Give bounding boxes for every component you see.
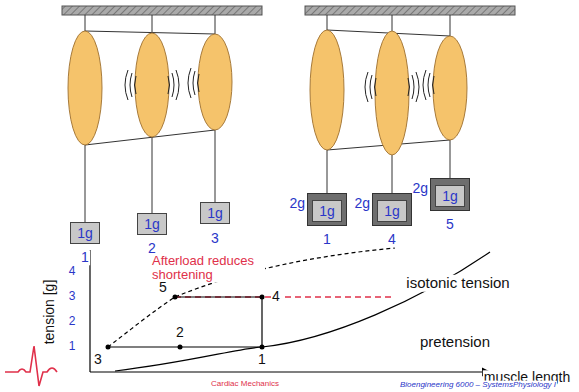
weight-box: 1g (312, 200, 342, 222)
weight-label: 1g (384, 203, 400, 219)
weight-label: 1g (144, 216, 160, 232)
ceiling (305, 6, 515, 15)
diagram-label: pretension (419, 334, 491, 351)
weight-box: 1g (377, 200, 407, 222)
diagram-label: 1 (322, 232, 332, 247)
weight-holder: 2g1g (372, 193, 412, 226)
diagram-label: 1 (68, 340, 77, 353)
weight-box: 1g (200, 202, 230, 224)
weight-label: 1g (77, 225, 93, 241)
weight-box: 1g (70, 222, 100, 244)
weight-label: 2g (354, 195, 370, 211)
weight-label: 1g (207, 205, 223, 221)
graph (90, 248, 490, 372)
ceiling (62, 6, 262, 15)
diagram-label: 4 (271, 289, 281, 304)
vibration-marks (125, 68, 199, 100)
diagram-label: 5 (158, 280, 168, 295)
diagram-label: 3 (68, 290, 77, 303)
diagram-label: 2 (175, 325, 185, 340)
weight-label: 1g (442, 188, 458, 204)
weight-label: 2g (289, 195, 305, 211)
diagram-label: 1 (80, 250, 90, 265)
diagram-label: 4 (68, 265, 77, 278)
diagram-label: Afterload reduces shortening (151, 254, 265, 283)
weight-box: 1g (435, 185, 465, 207)
diagram-label: 1 (257, 352, 267, 367)
weight-label: 2g (412, 180, 428, 196)
diagram-label: Bioengineering 6000 – SystemsPhysiology … (399, 381, 557, 390)
weight-holder: 2g1g (430, 178, 470, 211)
weight-label: 1g (319, 203, 335, 219)
diagram-label: 3 (210, 231, 220, 246)
weight-box: 1g (137, 213, 167, 235)
weight-holder: 2g1g (307, 193, 347, 226)
diagram-label: isotonic tension (405, 275, 510, 292)
diagram-label: 2 (68, 315, 77, 328)
diagram-label: Cardiac Mechanics (210, 380, 280, 389)
diagram-label: 4 (387, 232, 397, 247)
ecg-icon (5, 346, 57, 386)
diagram-label: 5 (445, 217, 455, 232)
diagram-label: 3 (93, 352, 103, 367)
axis-title: tension [g] (42, 279, 57, 346)
